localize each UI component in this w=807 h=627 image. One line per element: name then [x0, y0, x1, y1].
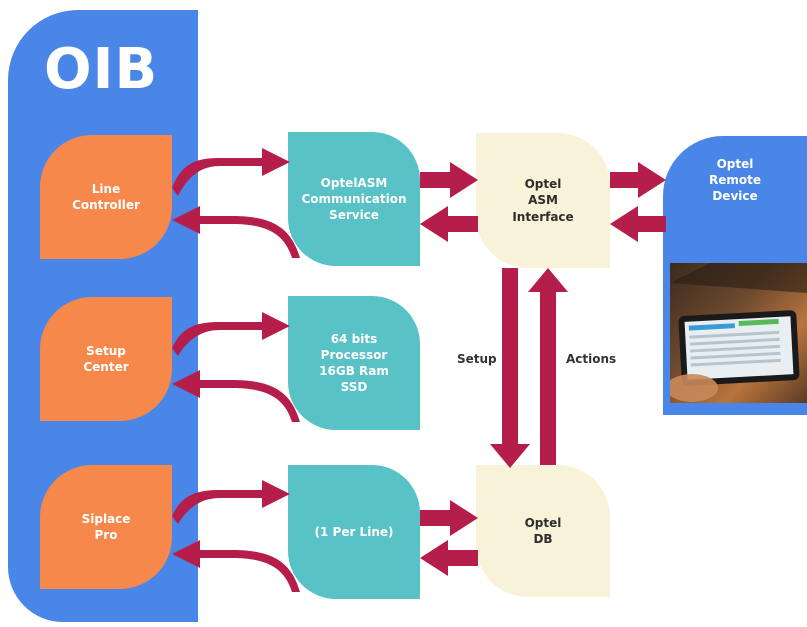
- arrow-line-controller-to-comm: [172, 148, 290, 196]
- line-controller-node: Line Controller: [40, 135, 172, 259]
- setup-center-node: Setup Center: [40, 297, 172, 421]
- arrow-remote-to-asm-interface: [610, 206, 666, 242]
- arrow-asm-interface-to-comm: [420, 206, 478, 242]
- arrow-siplace-to-one-per-line: [172, 480, 290, 524]
- arrow-comm-to-line-controller: [172, 206, 300, 258]
- arrow-processor-to-setup-center: [172, 370, 300, 422]
- arrow-asm-interface-to-remote: [610, 162, 666, 198]
- arrow-one-per-line-to-siplace: [172, 540, 300, 592]
- arrow-setup-center-to-processor: [172, 312, 290, 356]
- remote-device-label: Optel Remote Device: [708, 157, 761, 204]
- arrow-setup-down: [490, 268, 530, 468]
- processor-specs-node: 64 bits Processor 16GB Ram SSD: [288, 296, 420, 430]
- one-per-line-node: (1 Per Line): [288, 465, 420, 599]
- arrow-one-per-line-to-db: [420, 500, 478, 536]
- remote-device-photo: [670, 263, 807, 403]
- siplace-pro-node: Siplace Pro: [40, 465, 172, 589]
- arrow-db-to-one-per-line: [420, 540, 478, 576]
- tablet-image: [670, 263, 807, 402]
- optelasm-communication-service-node: OptelASM Communication Service: [288, 132, 420, 266]
- oib-title: OIB: [44, 37, 159, 102]
- actions-flow-label: Actions: [566, 352, 617, 366]
- arrow-comm-to-asm-interface: [420, 162, 478, 198]
- setup-flow-label: Setup: [457, 352, 497, 366]
- optel-db-node: Optel DB: [476, 465, 610, 597]
- arrow-actions-up: [528, 268, 568, 465]
- optel-asm-interface-node: Optel ASM Interface: [476, 133, 610, 268]
